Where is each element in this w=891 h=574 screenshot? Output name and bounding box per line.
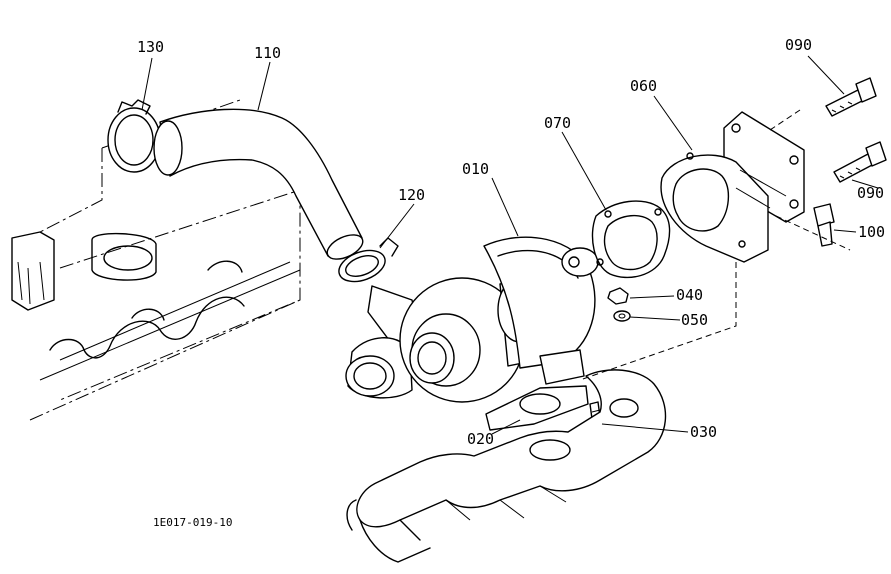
bolt-090-upper: [825, 77, 877, 117]
part-label-090-upper: 090: [785, 36, 813, 54]
engine-block: [11, 99, 301, 421]
hose-clamp-130: [107, 99, 161, 173]
leader-lines: [141, 55, 879, 435]
bolt-090-lower: [833, 141, 887, 183]
part-label-120: 120: [398, 186, 426, 204]
part-label-020: 020: [467, 430, 495, 448]
part-label-050: 050: [681, 311, 709, 329]
part-label-130: 130: [137, 38, 165, 56]
part-label-040: 040: [676, 286, 704, 304]
turbocharger-010: [345, 236, 599, 403]
exhaust-manifold: [346, 369, 667, 563]
bolt-100: [813, 203, 835, 247]
hose-110: [153, 108, 364, 260]
nut-040: [607, 287, 629, 305]
part-label-030: 030: [690, 423, 718, 441]
washer-050: [613, 310, 631, 322]
part-label-070: 070: [544, 114, 572, 132]
part-label-010: 010: [462, 160, 490, 178]
part-label-060: 060: [630, 77, 658, 95]
part-label-090-lower: 090: [857, 184, 885, 202]
hose-clamp-120: [338, 237, 399, 283]
gasket-020: [485, 385, 589, 431]
elbow-pipe-060: [660, 111, 805, 263]
diagram-code: 1E017-019-10: [153, 516, 233, 529]
part-label-110: 110: [254, 44, 282, 62]
gasket-070: [591, 200, 671, 279]
part-label-100: 100: [858, 223, 886, 241]
